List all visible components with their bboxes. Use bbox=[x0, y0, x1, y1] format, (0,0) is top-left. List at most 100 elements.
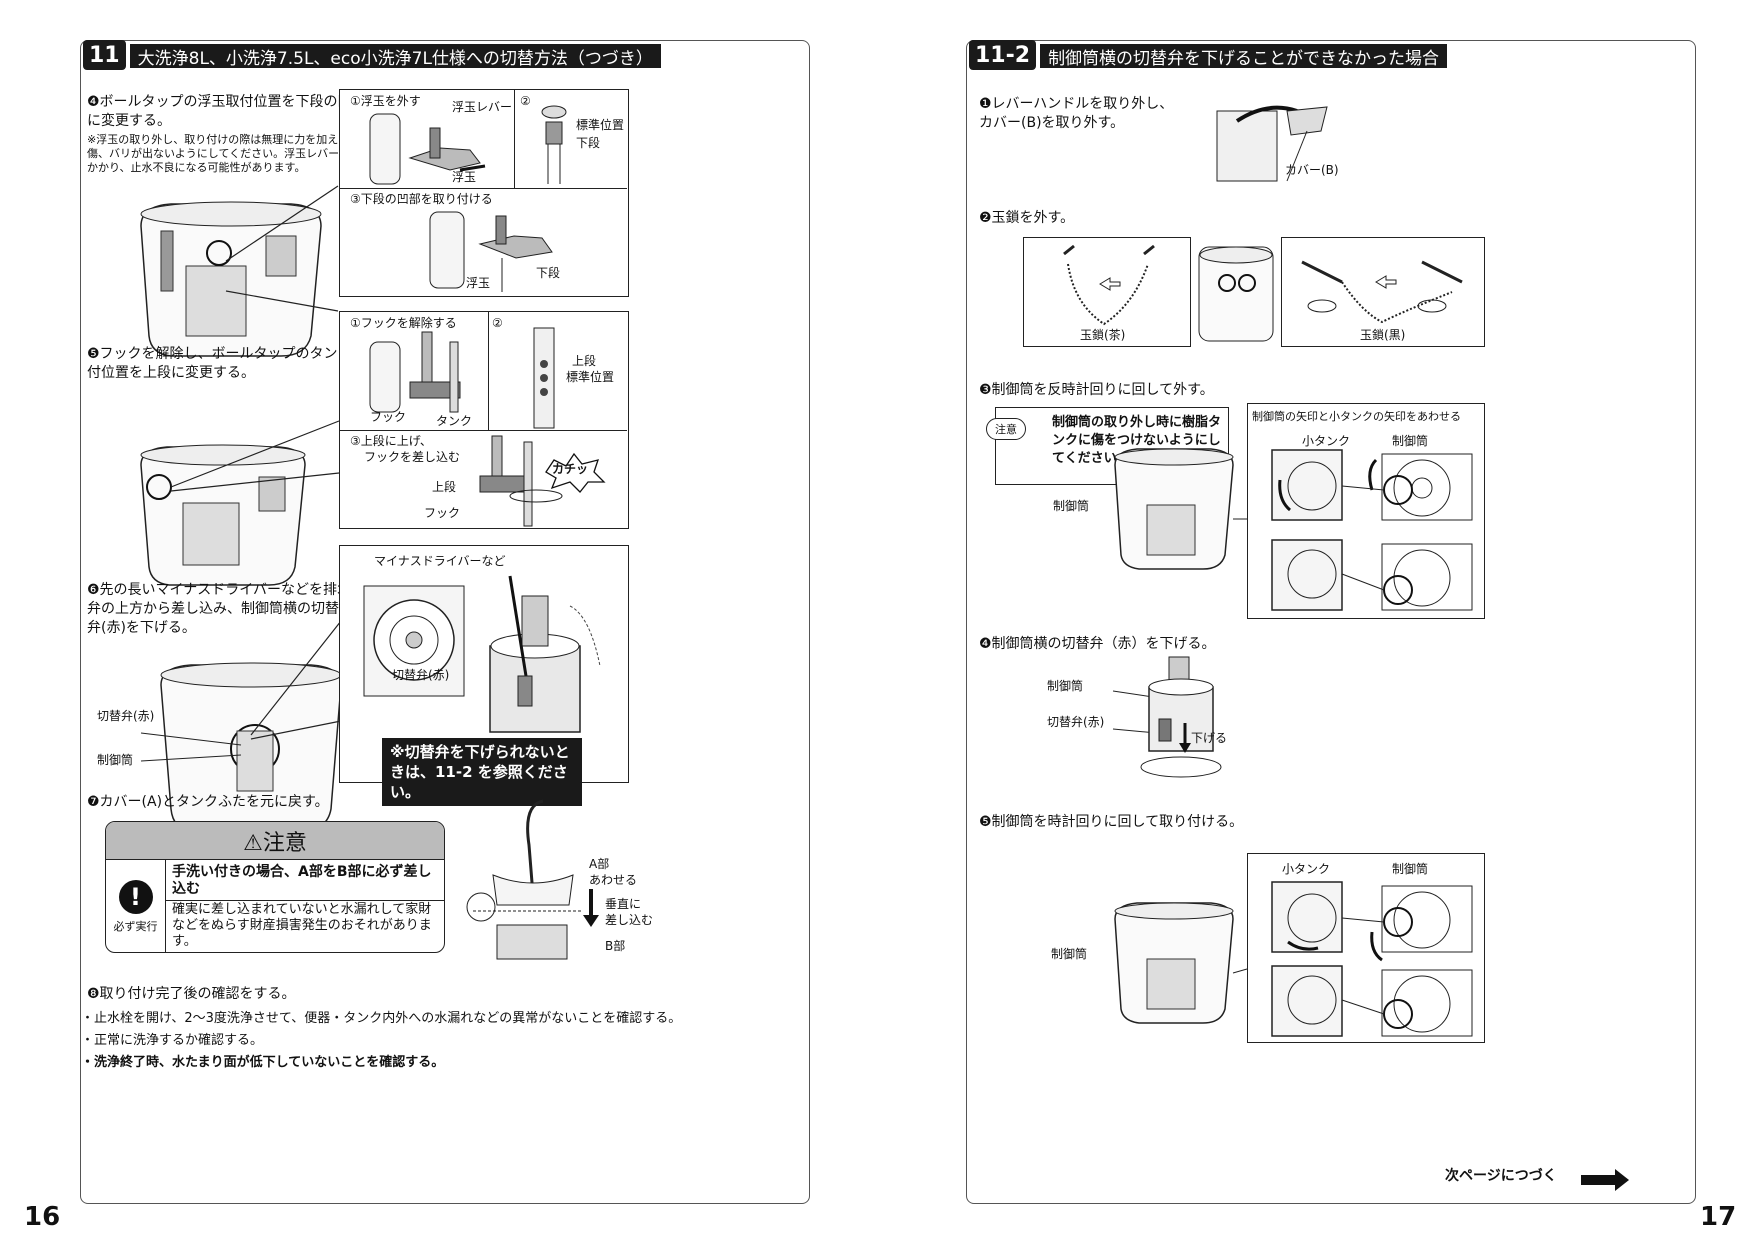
step5-sub3a: ③上段に上げ、 bbox=[350, 434, 432, 448]
left-page: 11 大洗浄8L、小洗浄7.5L、eco小洗浄7L仕様への切替方法（つづき） ❹… bbox=[80, 40, 810, 1204]
r-cylinder-drawing bbox=[1112, 656, 1222, 778]
step5-text: ❺フックを解除し、ボールタップのタンク取付位置を上段に変更する。 bbox=[87, 346, 366, 381]
label-float-2: 浮玉 bbox=[466, 276, 491, 290]
step5-sub3b: フックを差し込む bbox=[364, 450, 461, 464]
r-label-chain-black: 玉鎖(黒) bbox=[1360, 328, 1406, 342]
r-cylinder-rotate-drawing bbox=[1271, 449, 1473, 611]
step5-sub2: ② bbox=[492, 316, 503, 330]
r-caution-tag: 注意 bbox=[986, 418, 1026, 440]
click-burst bbox=[545, 452, 606, 493]
label-vertical: 垂直に bbox=[605, 897, 642, 911]
caution-bold-text: 手洗い付きの場合、A部をB部に必ず差し込む bbox=[172, 864, 432, 897]
leader-lines-step6 bbox=[250, 620, 342, 740]
r-label-cover: カバー(B) bbox=[1285, 163, 1339, 177]
step4-detail-box: ①浮玉を外す ② 浮玉レバー 浮玉 標準位置 下段 ③下段の凹部を取り付ける 浮… bbox=[339, 89, 629, 297]
tank-slot-drawing bbox=[533, 327, 555, 429]
chain-black-box: 玉鎖(黒) bbox=[1281, 237, 1485, 347]
r-step1-text: ❶レバーハンドルを取り外し、カバー(B)を取り外す。 bbox=[979, 96, 1174, 131]
page-number-right: 17 bbox=[1700, 1202, 1737, 1232]
chain-brown-box: 玉鎖(茶) bbox=[1023, 237, 1191, 347]
leader-lines-step6-left bbox=[140, 732, 242, 762]
label-hook-2: フック bbox=[424, 506, 461, 520]
page-number-left: 16 bbox=[24, 1202, 61, 1232]
down-arrow-icon bbox=[583, 915, 599, 927]
caution-body-text: 確実に差し込まれていないと水漏れして家財などをぬらす財産損害発生のおそれがありま… bbox=[172, 902, 432, 949]
r-label-switch-valve: 切替弁(赤) bbox=[1047, 715, 1105, 729]
must-do-label: 必ず実行 bbox=[113, 920, 158, 933]
section-title: 11 大洗浄8L、小洗浄7.5L、eco小洗浄7L仕様への切替方法（つづき） bbox=[83, 40, 661, 70]
label-click: カチッ bbox=[552, 462, 589, 476]
step6-note: ※切替弁を下げられないときは、11-2 を参照ください。 bbox=[382, 738, 582, 806]
label-standard: 標準位置 bbox=[576, 118, 625, 132]
step4-sub2: ② bbox=[520, 94, 531, 108]
label-align: あわせる bbox=[589, 873, 638, 887]
step6-text: ❻先の長いマイナスドライバーなどを排水弁の上方から差し込み、制御筒横の切替弁(赤… bbox=[87, 582, 351, 636]
step5-sub1: ①フックを解除する bbox=[350, 316, 457, 330]
chain-black-drawing bbox=[1301, 260, 1463, 324]
r-label-cylinder-4: 制御筒 bbox=[1392, 862, 1429, 876]
step8-text: ❽取り付け完了後の確認をする。 bbox=[87, 986, 296, 1002]
r-step5-text: ❺制御筒を時計回りに回して取り付ける。 bbox=[979, 814, 1244, 830]
r-step4-text: ❹制御筒横の切替弁（赤）を下げる。 bbox=[979, 636, 1216, 652]
r-step3-detail-box: 制御筒の矢印と小タンクの矢印をあわせる 小タンク 制御筒 bbox=[1247, 403, 1485, 619]
caution-header: ⚠注意 bbox=[106, 822, 444, 860]
step7-text: ❼カバー(A)とタンクふたを元に戻す。 bbox=[87, 794, 329, 810]
step4-note: ※浮玉の取り外し、取り付けの際は無理に力を加えず、傷、バリが出ないようにしてくだ… bbox=[87, 133, 373, 174]
label-switch-valve-2: 切替弁(赤) bbox=[392, 668, 450, 682]
step4-text: ❹ボールタップの浮玉取付位置を下段の凹部に変更する。 bbox=[87, 94, 366, 129]
r-label-chain-brown: 玉鎖(茶) bbox=[1080, 328, 1126, 342]
next-page-text[interactable]: 次ページにつづく bbox=[1445, 1168, 1557, 1184]
r-label-align: 制御筒の矢印と小タンクの矢印をあわせる bbox=[1252, 410, 1461, 423]
float-remove-drawing bbox=[369, 113, 486, 185]
step6-detail-box: マイナスドライバーなど 切替弁(赤) ※切替弁を下げられないときは、11-2 を… bbox=[339, 545, 629, 806]
section-badge-right: 11-2 bbox=[969, 40, 1037, 70]
label-driver: マイナスドライバーなど bbox=[374, 554, 506, 568]
r-label-cylinder: 制御筒 bbox=[1392, 434, 1429, 448]
valve-assembly-drawing bbox=[363, 575, 601, 733]
step4-sub3: ③下段の凹部を取り付ける bbox=[350, 192, 493, 206]
r-label-down: 下げる bbox=[1191, 731, 1228, 745]
leader-lines-step5 bbox=[170, 420, 340, 492]
r-label-cylinder-2: 制御筒 bbox=[1053, 499, 1090, 513]
r-label-small-tank: 小タンク bbox=[1302, 434, 1351, 448]
label-upper-2: 上段 bbox=[432, 480, 457, 494]
r-step2-text: ❷玉鎖を外す。 bbox=[979, 210, 1075, 226]
label-part-a: A部 bbox=[589, 857, 610, 871]
step8-bullet3: ・洗浄終了時、水たまり面が低下していないことを確認する。 bbox=[81, 1055, 445, 1070]
section-badge: 11 bbox=[83, 40, 126, 70]
label-tank: タンク bbox=[436, 414, 473, 428]
float-position-drawing bbox=[541, 105, 567, 184]
label-hook: フック bbox=[370, 410, 407, 424]
hook-release-drawing bbox=[369, 331, 461, 413]
step5-detail-box: ①フックを解除する ② フック タンク 上段 標準位置 ③上段に上げ、 フックを… bbox=[339, 311, 629, 529]
section-heading: 大洗浄8L、小洗浄7.5L、eco小洗浄7L仕様への切替方法（つづき） bbox=[129, 44, 661, 69]
r-step3-text: ❸制御筒を反時計回りに回して外す。 bbox=[979, 382, 1214, 398]
next-arrow-icon[interactable] bbox=[1615, 1169, 1629, 1191]
section-heading-right: 制御筒横の切替弁を下げることができなかった場合 bbox=[1040, 44, 1448, 69]
label-standard-2: 標準位置 bbox=[566, 370, 615, 384]
handwash-drawing bbox=[466, 799, 583, 960]
r-tank-step3 bbox=[1114, 448, 1247, 570]
down-arrow-shaft bbox=[589, 889, 593, 917]
r-caution-box: 注意 制御筒の取り外し時に樹脂タンクに傷をつけないようにしてください。 bbox=[986, 407, 1229, 485]
step4-sub1: ①浮玉を外す bbox=[350, 94, 421, 108]
section-title-right: 11-2 制御筒横の切替弁を下げることができなかった場合 bbox=[969, 40, 1448, 70]
r-label-small-tank-2: 小タンク bbox=[1282, 862, 1331, 876]
float-attach-drawing bbox=[429, 211, 553, 292]
label-float-lever: 浮玉レバー bbox=[452, 100, 513, 114]
r-cylinder-attach-drawing bbox=[1271, 881, 1473, 1037]
lever-cover-drawing bbox=[1216, 105, 1328, 182]
label-float: 浮玉 bbox=[452, 170, 477, 184]
leader-lines-step4 bbox=[225, 185, 339, 312]
right-page: 11-2 制御筒横の切替弁を下げることができなかった場合 ❶レバーハンドルを取り… bbox=[966, 40, 1696, 1204]
next-arrow-shaft bbox=[1581, 1175, 1617, 1185]
label-upper: 上段 bbox=[572, 354, 597, 368]
step8-bullet1: ・止水栓を開け、2～3度洗浄させて、便器・タンク内外への水漏れなどの異常がないこ… bbox=[81, 1011, 682, 1026]
label-switch-valve: 切替弁(赤) bbox=[97, 709, 155, 723]
must-do-cell: ! 必ず実行 bbox=[106, 860, 166, 952]
r-tank-step5 bbox=[1114, 902, 1248, 1024]
label-insert: 差し込む bbox=[605, 913, 654, 927]
tank-top-drawing bbox=[1198, 246, 1274, 342]
r-caution-text: 制御筒の取り外し時に樹脂タンクに傷をつけないようにしてください。 bbox=[1052, 415, 1222, 466]
label-lower-2: 下段 bbox=[536, 266, 561, 280]
